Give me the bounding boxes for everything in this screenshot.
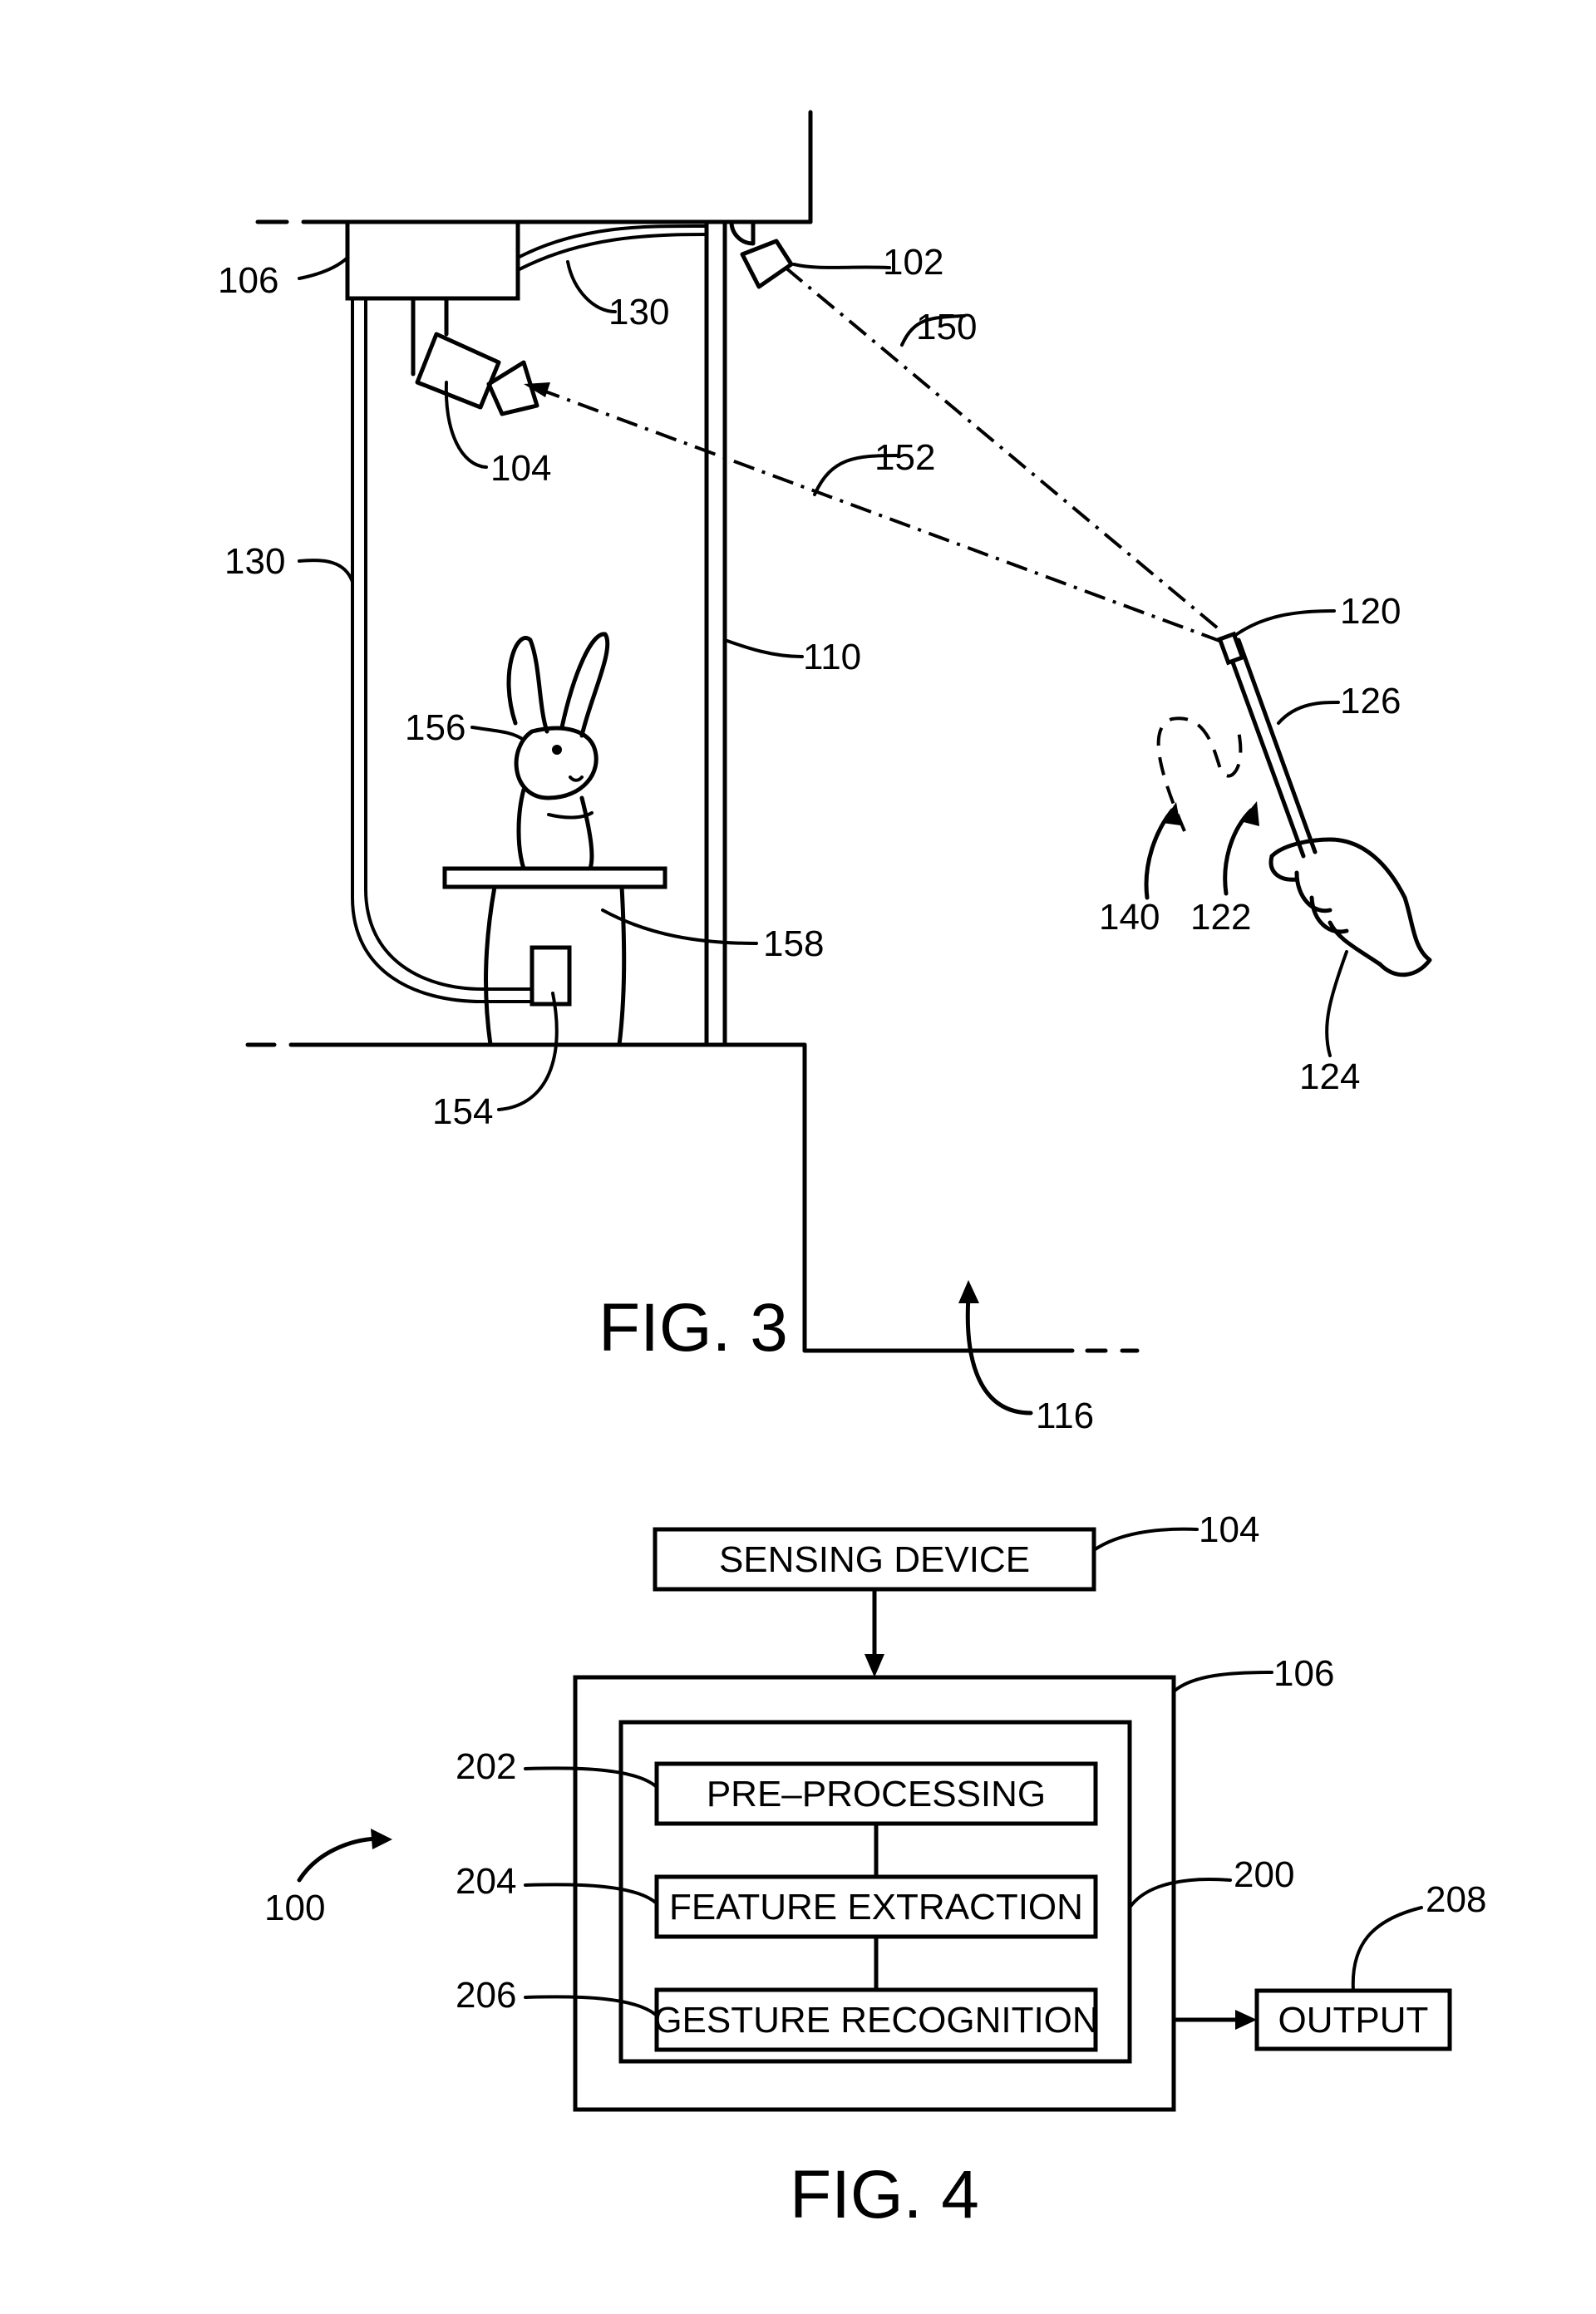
ref-124: 124: [1299, 1056, 1360, 1097]
fig3-scene: 102 104 106 110 116 120 122 124 126 130 …: [218, 110, 1432, 1436]
ref-102: 102: [883, 242, 943, 283]
floor: [245, 1042, 1140, 1353]
ref-130-top: 130: [608, 292, 669, 332]
fig3-caption: FIG. 3: [598, 1290, 788, 1366]
feature-extraction-label: FEATURE EXTRACTION: [669, 1887, 1083, 1928]
ref-208: 208: [1426, 1879, 1486, 1920]
bunny-figure: [506, 632, 610, 871]
cable-left-1: [351, 297, 550, 1003]
reflected-beam: [538, 387, 1223, 643]
ref-202: 202: [456, 1746, 516, 1787]
cable-top-1: [516, 224, 708, 259]
sensing-device-box: [653, 1527, 1096, 1592]
hand: [1268, 837, 1432, 977]
arrow-116: [965, 1294, 1033, 1415]
fig3-reference-numbers: 102 104 106 110 116 120 122 124 126 130 …: [218, 242, 1401, 1436]
reflected-beam-arrowhead: [524, 382, 550, 397]
support-pole: [704, 219, 727, 1047]
ref-206: 206: [456, 1975, 516, 2016]
ref-104: 104: [490, 448, 551, 489]
ref-150: 150: [916, 307, 977, 347]
ref-158: 158: [763, 923, 824, 964]
ref-140: 140: [1099, 897, 1160, 938]
arrow-100-head: [371, 1829, 392, 1849]
gesture-path: [1156, 716, 1243, 832]
ref-154: 154: [432, 1091, 493, 1132]
fig4-leaders: [297, 1527, 1423, 2017]
fig4-caption: FIG. 4: [790, 2157, 979, 2233]
ref-116: 116: [1036, 1396, 1094, 1436]
ref-104-fig4: 104: [1199, 1509, 1259, 1550]
arrow-122-head: [1240, 801, 1259, 826]
sensing-device-label: SENSING DEVICE: [719, 1539, 1030, 1580]
arrow-140-head: [1162, 802, 1180, 825]
ref-152: 152: [874, 437, 935, 478]
controller-box: [345, 219, 520, 301]
ref-106-fig4: 106: [1273, 1653, 1334, 1694]
ref-106: 106: [218, 260, 278, 301]
output-box: [1254, 1988, 1452, 2051]
cable-left-2: [364, 297, 554, 991]
camera-device: [411, 296, 539, 416]
wand: [1217, 631, 1318, 859]
ref-122: 122: [1190, 897, 1251, 938]
emitter-device: [729, 219, 794, 289]
ref-204: 204: [456, 1861, 516, 1902]
fig4-reference-numbers: 100 104 106 200 202 204 206 208: [264, 1509, 1486, 2016]
ref-126: 126: [1340, 681, 1401, 721]
ref-100: 100: [264, 1888, 325, 1928]
fig4-block-diagram: SENSING DEVICE PRE–PROCESSING FEATURE EX…: [264, 1509, 1486, 2233]
ref-200: 200: [1234, 1854, 1294, 1895]
cable-top-2: [516, 233, 708, 272]
arrow-116-head: [958, 1280, 979, 1303]
gesture-recognition-label: GESTURE RECOGNITION: [653, 2000, 1098, 2041]
emitted-beam: [784, 266, 1224, 633]
pedestal: [442, 866, 667, 1047]
ref-110: 110: [803, 637, 861, 677]
ref-130-left: 130: [224, 541, 285, 582]
ceiling: [255, 110, 813, 224]
fig3-leaders: [298, 256, 1348, 1111]
ref-156: 156: [405, 707, 466, 748]
ref-120: 120: [1340, 591, 1401, 632]
arrow-output-head: [1235, 2010, 1257, 2030]
gesture-recognition-box: [654, 1987, 1098, 2052]
preprocessing-label: PRE–PROCESSING: [707, 1774, 1046, 1814]
arrow-sensing-head: [864, 1654, 884, 1677]
output-label: OUTPUT: [1278, 2000, 1429, 2041]
